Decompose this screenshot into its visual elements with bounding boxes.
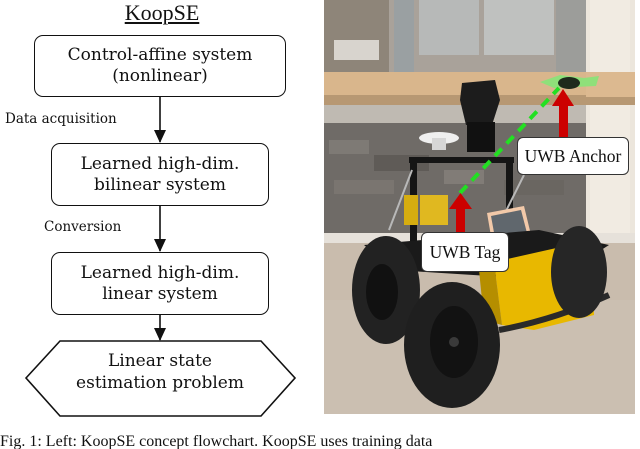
node-bilinear-system: Learned high-dim. bilinear system bbox=[51, 143, 269, 206]
arrowhead-icon bbox=[154, 328, 166, 341]
node-line: linear system bbox=[102, 283, 218, 304]
flowchart-connectors bbox=[24, 97, 297, 417]
node-line: Learned high-dim. bbox=[80, 153, 240, 174]
robot-photo: UWB Anchor UWB Tag bbox=[324, 0, 635, 414]
node-line: bilinear system bbox=[94, 174, 226, 195]
uwb-anchor-label: UWB Anchor bbox=[517, 137, 629, 175]
arrowhead-icon bbox=[154, 130, 166, 143]
node-line: Linear state bbox=[108, 351, 212, 371]
robot-scene-illustration bbox=[324, 0, 635, 414]
figure-caption: Fig. 1: Left: KoopSE concept flowchart. … bbox=[0, 433, 433, 449]
node-line: (nonlinear) bbox=[112, 66, 208, 86]
node-state-estimation-problem: Linear state estimation problem bbox=[40, 350, 280, 394]
hexagon-node bbox=[24, 340, 297, 417]
anchor-arrow-icon bbox=[552, 89, 574, 137]
node-line: Control-affine system bbox=[67, 45, 253, 65]
node-line: Learned high-dim. bbox=[80, 262, 240, 283]
edge-label-conversion: Conversion bbox=[44, 219, 122, 235]
node-line: estimation problem bbox=[76, 373, 244, 393]
node-control-affine-system: Control-affine system (nonlinear) bbox=[34, 35, 286, 97]
line-of-sight bbox=[458, 86, 561, 195]
uwb-tag-label: UWB Tag bbox=[421, 232, 509, 272]
edge-label-data-acquisition: Data acquisition bbox=[5, 111, 117, 127]
tag-arrow-icon bbox=[449, 193, 472, 233]
node-linear-system: Learned high-dim. linear system bbox=[51, 252, 269, 315]
arrowhead-icon bbox=[154, 239, 166, 252]
flowchart-title: KoopSE bbox=[124, 0, 200, 25]
